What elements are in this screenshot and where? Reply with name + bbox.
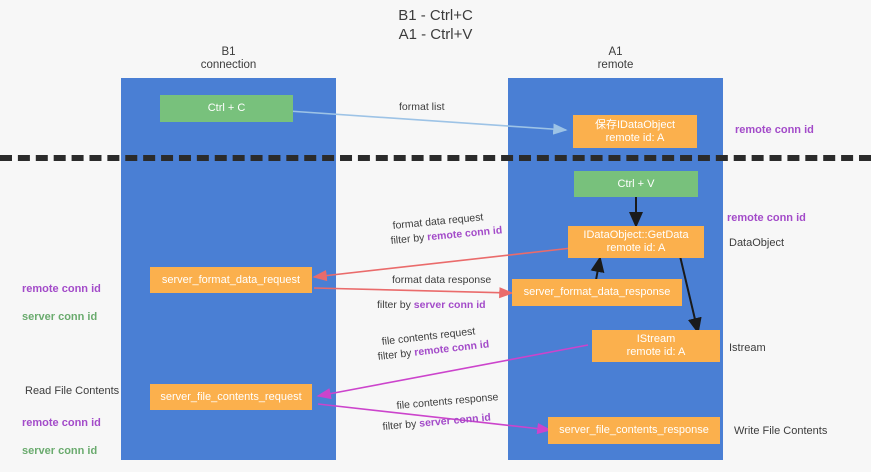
box-server-file-contents-request[interactable]: server_file_contents_request — [150, 384, 312, 410]
box-idataobject-getdata[interactable]: IDataObject::GetData remote id: A — [568, 226, 704, 258]
note-remote-conn-id-mid: remote conn id — [727, 212, 806, 224]
edge-label-format-data-response-filter: filter by server conn id — [377, 298, 486, 312]
note-write-file-contents: Write File Contents — [734, 425, 828, 437]
filter-prefix: filter by — [390, 231, 428, 247]
edge-format-data-response — [313, 287, 514, 299]
diagram-title: B1 - Ctrl+C A1 - Ctrl+V — [398, 7, 473, 43]
box-server-file-contents-response[interactable]: server_file_contents_response — [548, 417, 720, 444]
phase-divider — [0, 155, 871, 161]
edge-label-format-list: format list — [399, 101, 445, 113]
note-istream: Istream — [729, 342, 766, 354]
note-server-conn-id: server conn id — [22, 445, 98, 457]
note-conn-pair-bottom: remote conn id server conn id — [22, 402, 101, 472]
filter-key-server-conn-id: server conn id — [418, 411, 492, 430]
note-remote-conn-id: remote conn id — [22, 417, 101, 429]
filter-prefix: filter by — [377, 299, 414, 311]
edge-label-file-contents-response: file contents response — [396, 391, 499, 412]
note-read-file-contents: Read File Contents — [25, 385, 120, 397]
note-dataobject: DataObject — [729, 237, 785, 249]
box-ctrl-v[interactable]: Ctrl + V — [574, 171, 698, 197]
edge-label-file-contents-response-filter: filter by server conn id — [382, 411, 491, 434]
edge-label-format-data-response: format data response — [392, 274, 492, 286]
lane-header-a1: A1 remote — [597, 46, 634, 71]
note-conn-pair-mid: remote conn id server conn id — [22, 268, 101, 338]
filter-prefix: filter by — [377, 346, 416, 363]
box-istream[interactable]: IStream remote id: A — [592, 330, 720, 362]
note-remote-conn-id-top: remote conn id — [735, 124, 814, 136]
note-remote-conn-id: remote conn id — [22, 283, 101, 295]
filter-key-server-conn-id: server conn id — [413, 299, 486, 311]
note-server-conn-id: server conn id — [22, 311, 98, 323]
box-ctrl-c[interactable]: Ctrl + C — [160, 95, 293, 122]
box-server-format-data-response[interactable]: server_format_data_response — [512, 279, 682, 306]
lane-header-b1: B1 connection — [200, 46, 257, 71]
box-idataobject-saved[interactable]: 保存IDataObject remote id: A — [573, 115, 697, 148]
box-server-format-data-request[interactable]: server_format_data_request — [150, 267, 312, 293]
filter-prefix: filter by — [382, 417, 420, 433]
